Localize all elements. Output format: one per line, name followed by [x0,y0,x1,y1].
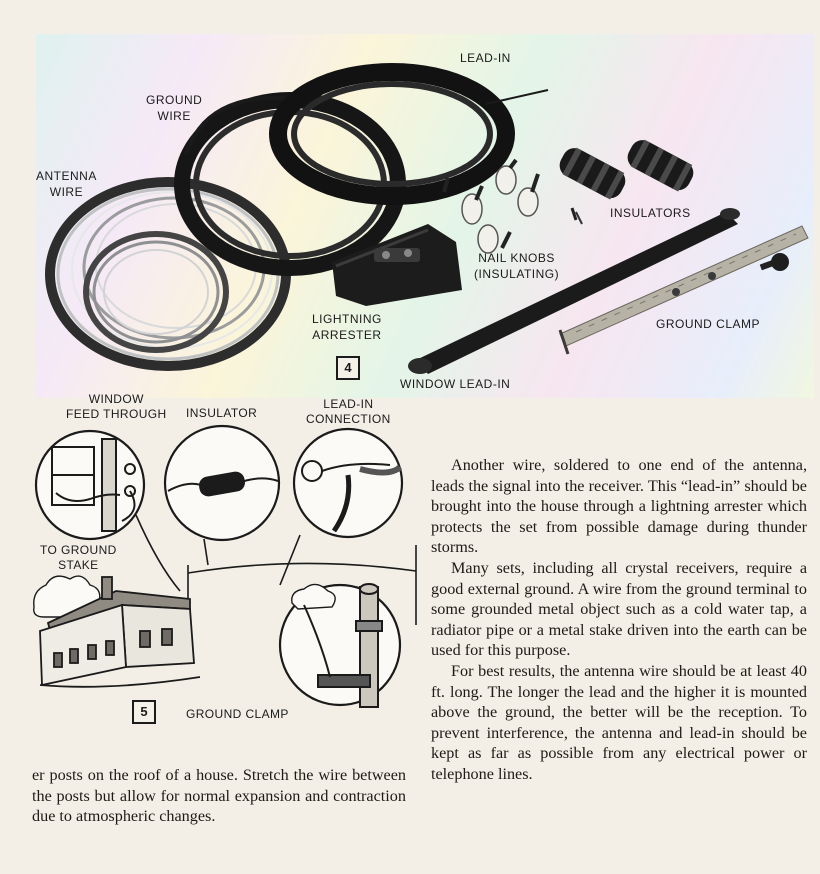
paragraph-lead-in: Another wire, soldered to one end of the… [431,456,807,557]
figure-5-illustration: WINDOW FEED THROUGH INSULATOR LEAD-IN CO… [30,392,450,740]
label-ground-clamp-drawing: GROUND CLAMP [186,707,289,721]
label-ground-clamp-photo: GROUND CLAMP [656,317,761,331]
label-window-feed-through: WINDOW FEED THROUGH [66,392,167,421]
figure-4-number: 4 [336,356,360,380]
label-insulator: INSULATOR [186,406,258,420]
insulators-items [559,139,694,200]
nail-knobs-items [442,158,578,254]
screws [575,211,583,225]
label-ground-wire: GROUND WIRE [146,93,203,123]
antenna-wire-coil [45,177,291,371]
window-lead-in-strip [408,208,740,374]
ground-clamp-item [558,225,809,355]
antenna-kit-photo [45,63,809,374]
label-antenna-wire: ANTENNA WIRE [36,169,97,199]
left-text-column: er posts on the roof of a house. Stretch… [32,765,406,827]
label-lead-in: LEAD-IN [460,51,511,65]
lead-in-coil [269,63,549,205]
figure-4-photo: LEAD-IN GROUND WIRE ANTENNA WIRE INSULAT… [36,34,814,398]
label-window-lead-in: WINDOW LEAD-IN [400,377,511,391]
label-lead-in-connection: LEAD-IN CONNECTION [306,397,391,426]
figure-5-number: 5 [132,700,156,724]
label-insulators: INSULATORS [610,206,691,220]
label-lightning-arrester: LIGHTNING ARRESTER [312,312,382,342]
label-to-ground-stake: TO GROUND STAKE [40,543,117,572]
paragraph-best-results: For best results, the antenna wire shoul… [431,661,807,783]
label-nail-knobs: NAIL KNOBS (INSULATING) [474,251,560,281]
paragraph-roof-posts: er posts on the roof of a house. Stretch… [32,766,406,826]
house-antenna-drawing [33,424,417,708]
lightning-arrester-device [332,224,462,306]
paragraph-ground: Many sets, including all crystal receive… [431,558,807,660]
right-text-column: Another wire, soldered to one end of the… [431,455,807,785]
